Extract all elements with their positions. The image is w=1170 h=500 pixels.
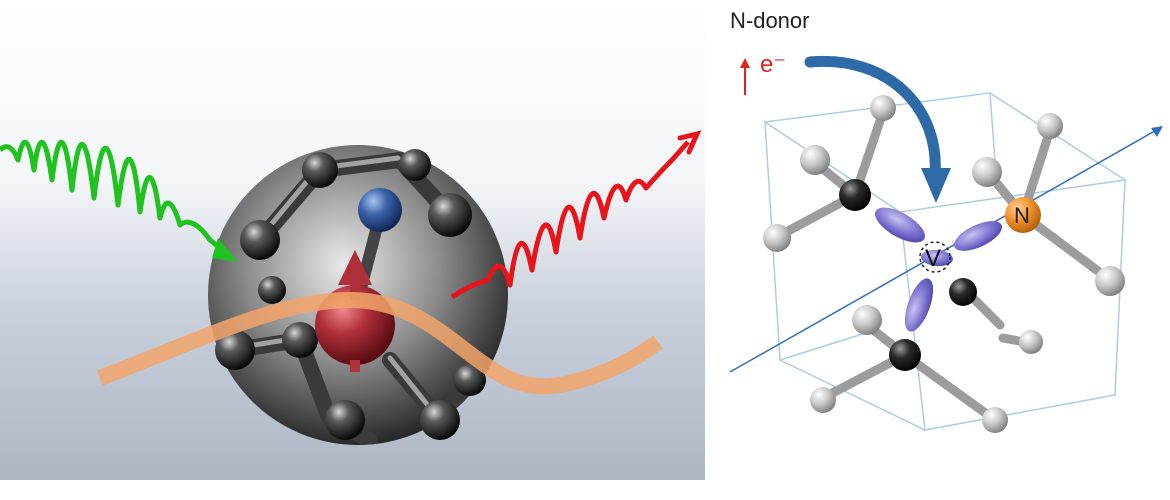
grey-atom: [763, 224, 791, 252]
carbon-atom: [420, 400, 460, 440]
vacancy-site: V: [919, 241, 951, 273]
grey-atom: [810, 387, 836, 413]
grey-atom: [800, 145, 830, 175]
grey-atoms: [763, 95, 1125, 433]
carbon-atom: [454, 364, 486, 396]
emitted-photon: [450, 130, 702, 300]
carbon-atom: [240, 220, 280, 260]
lattice-svg: N-donor e⁻: [729, 8, 1163, 433]
nv-center-illustration: [0, 0, 705, 480]
grey-atom: [982, 407, 1008, 433]
orbital-lobe: [904, 278, 934, 332]
grey-atom: [1037, 113, 1063, 139]
n-donor-label: N-donor: [730, 8, 809, 33]
carbon-atom: [428, 193, 472, 237]
carbon-atom: [215, 330, 255, 370]
nv-lattice-diagram: N-donor e⁻: [705, 0, 1170, 500]
electron-up-arrow: [740, 58, 750, 68]
electron-transfer-arrow: [804, 55, 951, 203]
carbon-atom: [258, 276, 286, 304]
spin-arrow-tail: [350, 360, 360, 372]
grey-atom: [852, 305, 882, 335]
nitrogen-label: N: [1014, 203, 1030, 228]
carbon-atom: [282, 322, 318, 358]
vacancy-label: V: [925, 245, 941, 272]
nv-center-svg: [0, 0, 705, 480]
axis-arrowhead: [1151, 126, 1163, 137]
carbon-atom: [949, 278, 977, 306]
carbon-atom: [302, 152, 338, 188]
nitrogen-atom: N: [1005, 197, 1041, 233]
carbon-atom: [325, 400, 365, 440]
symmetry-axis: [729, 127, 1161, 373]
electron-indicator: e⁻: [740, 51, 786, 95]
wave-band: [97, 291, 663, 395]
carbon-atom: [399, 149, 431, 181]
grey-atom: [870, 95, 896, 121]
emitted-arrowhead: [677, 130, 702, 155]
nitrogen-atom: [358, 188, 402, 232]
orbital-lobe: [953, 221, 1003, 251]
grey-atom: [1019, 330, 1043, 354]
orbital-lobe: [921, 249, 953, 267]
sphere-carbon-atoms: [215, 149, 486, 440]
grey-atom: [972, 157, 1002, 187]
dangling-bond-orbitals: [875, 207, 1003, 332]
orbital-lobe: [875, 207, 925, 243]
carbon-atom: [839, 179, 871, 211]
carbon-atom: [889, 339, 921, 371]
incoming-arrowhead: [212, 238, 238, 262]
spin-up-arrow: [338, 250, 372, 300]
transfer-arrowhead: [921, 168, 951, 203]
electron-label: e⁻: [760, 51, 786, 78]
incoming-photon: [0, 139, 238, 262]
grey-atom: [1095, 266, 1125, 296]
